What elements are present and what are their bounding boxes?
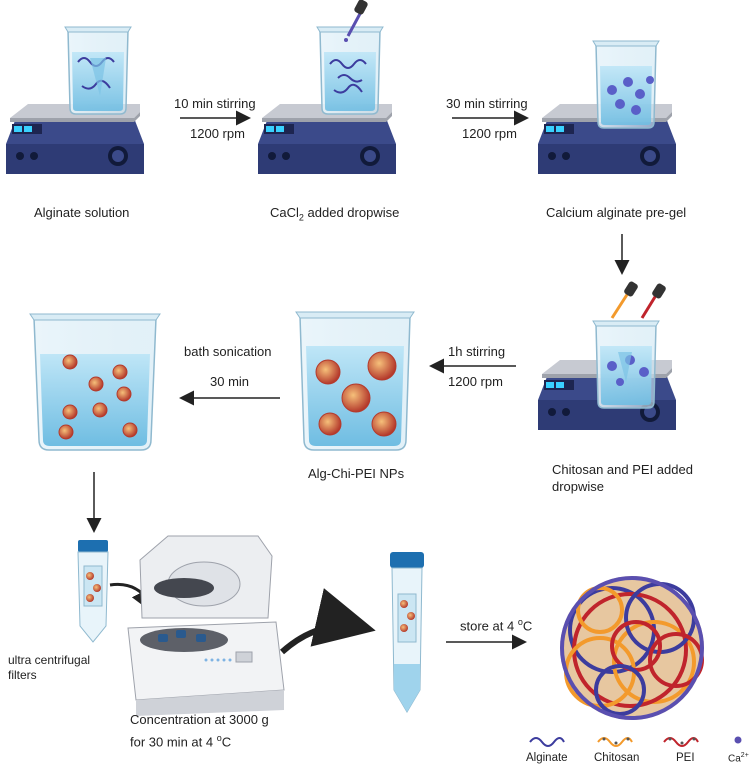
stirrer-chitosan-pei [538,320,676,430]
label-cacl2-prefix: CaCl [270,205,299,220]
arrow-2-bottom-label: 1200 rpm [462,126,517,141]
label-store-suffix: C [522,618,533,634]
label-cacl2-sub: 2 [298,212,304,223]
label-concentration-prefix: for 30 min at 4 [130,734,217,750]
arrow-4-bottom-label: 1200 rpm [448,374,503,389]
legend-ca-label: Ca2+ [728,752,749,764]
label-concentration-line1: Concentration at 3000 g [130,712,269,727]
label-cacl2-suffix: added dropwise [303,205,400,220]
legend-alginate-swatch [529,737,565,747]
legend-alginate-label: Alginate [526,752,568,764]
arrow-4-top-label: 1h stirring [448,344,506,359]
stirrer-alginate [6,26,144,174]
label-store: store at 4 oC [460,614,532,634]
beaker-sonication [29,313,161,451]
legend-ca-sup: 2+ [740,752,749,759]
label-calcium-pregel: Calcium alginate pre-gel [546,205,687,220]
arrow-1-top-label: 10 min stirring [174,96,256,111]
dropper-cacl2-icon [344,0,368,42]
legend-pei-label: PEI [676,752,695,764]
label-concentration-suffix: C [221,734,232,750]
nanoparticle-illustration [560,576,704,720]
centrifugal-filter-tube [77,540,109,643]
label-store-sup: o [517,617,523,627]
legend-ca-base: Ca [728,753,741,765]
label-filters-line1: ultra centrifugal [8,653,91,667]
arrow-5-top-label: bath sonication [184,344,272,359]
curved-arrow-to-tube [280,588,376,655]
label-chitosan-pei-line2: dropwise [552,479,605,494]
legend [529,736,742,747]
label-alginate-solution: Alginate solution [34,205,130,220]
beaker-nps [295,311,415,451]
arrow-5-bottom-label: 30 min [210,374,250,389]
centrifuge [127,535,285,716]
legend-chitosan-label: Chitosan [594,752,640,764]
dropper-pei-icon [640,283,666,319]
label-concentration-sup: o [216,733,222,743]
stirrer-pregel [538,40,676,174]
arrow-2-top-label: 30 min stirring [446,96,528,111]
label-nps: Alg-Chi-PEI NPs [308,466,405,481]
label-store-prefix: store at 4 [460,618,518,634]
legend-ca-swatch [734,736,742,744]
dropper-chitosan-icon [610,281,638,319]
stirrer-cacl2 [258,26,396,174]
label-chitosan-pei-line1: Chitosan and PEI added [552,462,693,477]
arrow-1-bottom-label: 1200 rpm [190,126,245,141]
label-concentration-line2: for 30 min at 4 oC [130,730,231,750]
falcon-tube [390,552,424,713]
label-filters-line2: filters [8,668,37,682]
label-cacl2: CaCl2 added dropwise [270,205,399,226]
